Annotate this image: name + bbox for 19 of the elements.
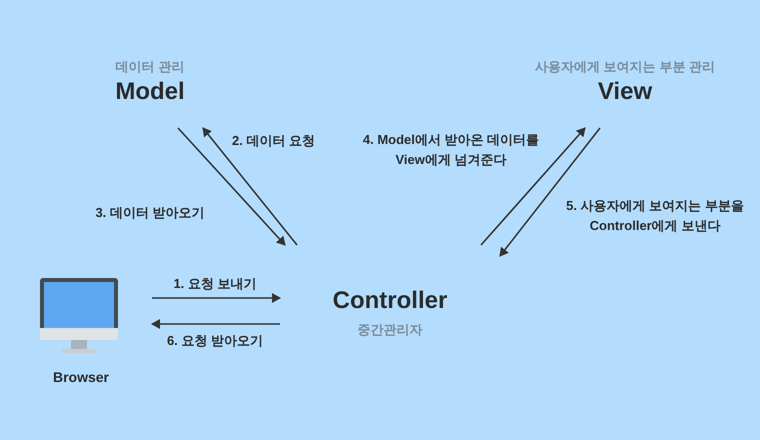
arrow [152, 293, 281, 303]
arrow [202, 127, 298, 246]
node-title: Model [114, 78, 186, 106]
node-title: Controller [332, 287, 448, 315]
node-caption: 데이터 관리 [114, 58, 186, 76]
arrow [151, 319, 280, 329]
edge-label: 1. 요청 보내기 [172, 275, 258, 293]
node-caption: 사용자에게 보여지는 부분 관리 [534, 58, 716, 76]
edge-label: 6. 요청 받아오기 [166, 332, 264, 350]
arrow [177, 127, 286, 246]
edge-label: 4. Model에서 받아온 데이터를 View에게 넘겨준다 [362, 131, 540, 169]
arrow [499, 128, 601, 257]
node-caption: 중간관리자 [356, 321, 424, 339]
arrow [480, 127, 586, 246]
node-title: View [596, 78, 654, 106]
edge-label: 3. 데이터 받아오기 [94, 204, 206, 222]
node-label: Browser [52, 369, 110, 385]
edge-label: 2. 데이터 요청 [232, 132, 316, 150]
edge-label: 5. 사용자에게 보여지는 부분을 Controller에게 보낸다 [565, 197, 745, 235]
